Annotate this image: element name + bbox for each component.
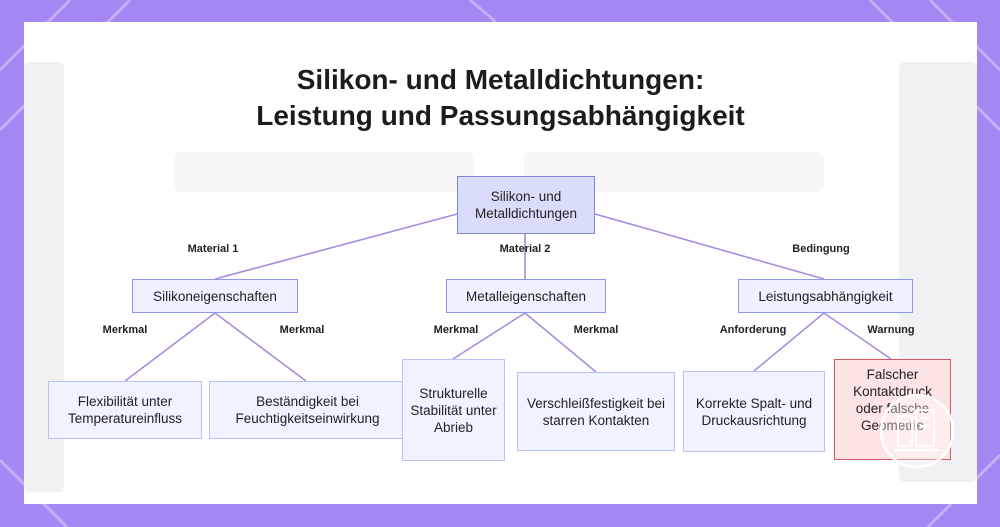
edge-feature-c [452, 312, 526, 360]
title-line-2: Leistung und Passungsabhängigkeit [256, 100, 745, 131]
connector-lines [124, 213, 892, 382]
node-correct-alignment: Korrekte Spalt- und Druckausrichtung [683, 371, 825, 452]
node-wear-resistance: Verschleißfestigkeit bei starren Kontakt… [517, 372, 675, 451]
node-performance-dependency: Leistungsabhängigkeit [738, 279, 913, 313]
edge-label-material-2: Material 2 [499, 243, 551, 255]
edge-label-warning: Warnung [867, 324, 915, 336]
edge-feature-d [524, 312, 597, 373]
page-title: Silikon- und Metalldichtungen: Leistung … [24, 62, 977, 134]
node-silicone-properties: Silikoneigenschaften [132, 279, 298, 313]
node-structural-stability: Strukturelle Stabilität unter Abrieb [402, 359, 505, 461]
edge-label-feature: Merkmal [433, 324, 479, 336]
edge-label-condition: Bedingung [792, 243, 850, 255]
edge-label-feature: Merkmal [573, 324, 619, 336]
edge-feature-b [214, 312, 307, 382]
diagram-card: Silikon- und Metalldichtungen: Leistung … [24, 22, 977, 504]
node-flexibility: Flexibilität unter Temperatureinfluss [48, 381, 202, 439]
edge-feature-a [124, 312, 216, 382]
edge-label-feature: Merkmal [279, 324, 325, 336]
edge-requirement [753, 312, 825, 372]
edge-label-requirement: Anforderung [719, 324, 787, 336]
edge-material1 [214, 213, 458, 280]
edge-condition [594, 213, 825, 280]
node-metal-properties: Metalleigenschaften [446, 279, 606, 313]
edge-label-material-1: Material 1 [187, 243, 239, 255]
title-line-1: Silikon- und Metalldichtungen: [296, 64, 705, 95]
watermark-icon [879, 393, 955, 469]
background-blur [174, 152, 474, 192]
node-root: Silikon- und Metalldichtungen [457, 176, 595, 234]
edge-label-feature: Merkmal [102, 324, 148, 336]
node-moisture-resistance: Beständigkeit bei Feuchtigkeitseinwirkun… [209, 381, 406, 439]
edge-warning [823, 312, 892, 360]
